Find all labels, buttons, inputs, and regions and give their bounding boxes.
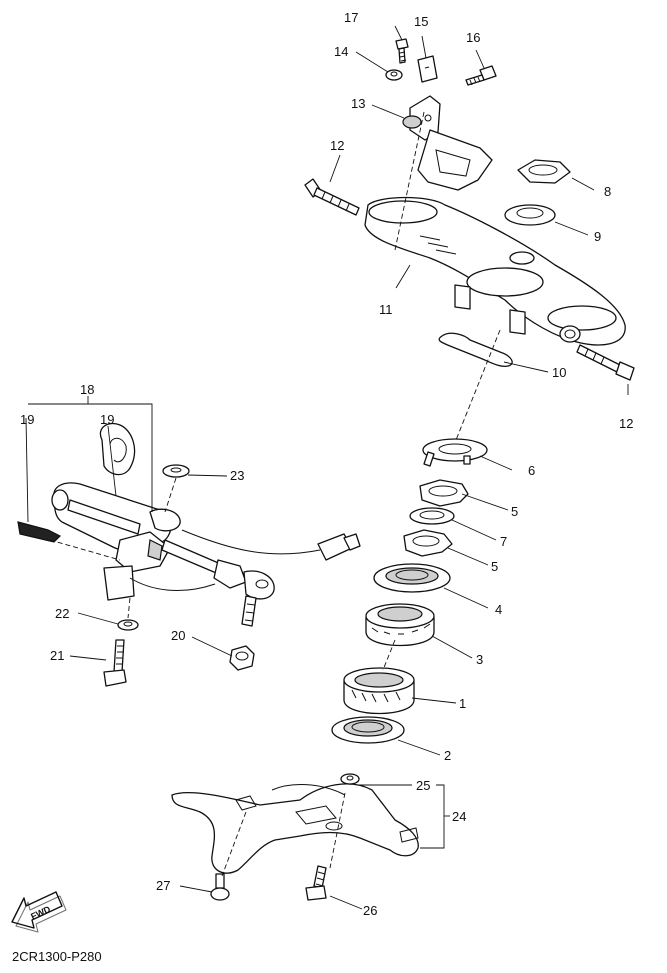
part-seal-2 <box>331 716 405 744</box>
part-lock-washer-10 <box>438 332 513 368</box>
callout-10: 10 <box>552 365 566 380</box>
part-band-19-left <box>17 521 62 543</box>
callout-27: 27 <box>156 878 170 893</box>
callout-21: 21 <box>50 648 64 663</box>
part-nut-20 <box>229 645 255 671</box>
callout-12-right: 12 <box>619 416 633 431</box>
part-bolt-12-right <box>576 344 635 381</box>
part-ring-nut-5-upper <box>419 479 469 507</box>
callout-17: 17 <box>344 10 358 25</box>
callout-19-left: 19 <box>20 412 34 427</box>
callout-5-lower: 5 <box>491 559 498 574</box>
part-washer-7 <box>409 507 455 525</box>
part-ring-nut-5-lower <box>403 529 453 557</box>
assembly-lines <box>49 111 501 877</box>
part-bearing-3 <box>365 603 435 647</box>
callout-12-top: 12 <box>330 138 344 153</box>
callout-24: 24 <box>452 809 466 824</box>
callout-8: 8 <box>604 184 611 199</box>
part-bearing-1 <box>343 667 415 715</box>
fwd-arrow-icon: FWD <box>11 891 67 933</box>
part-rod-end-bolt-20-shaft <box>241 595 257 627</box>
part-bolt-16 <box>465 65 497 86</box>
part-washer-23 <box>162 464 190 478</box>
callout-labels: 17 15 16 14 13 12 8 9 11 10 12 6 5 7 5 4… <box>20 10 633 918</box>
callout-1: 1 <box>459 696 466 711</box>
callout-25: 25 <box>416 778 430 793</box>
part-nut-8 <box>517 159 571 184</box>
part-nut-14 <box>385 69 403 81</box>
callout-9: 9 <box>594 229 601 244</box>
part-lock-washer-6 <box>422 438 488 467</box>
part-bracket-13 <box>402 95 493 191</box>
part-dust-seal-4 <box>373 563 451 593</box>
part-bolt-17 <box>395 38 409 64</box>
callout-4: 4 <box>495 602 502 617</box>
part-cover-24 <box>171 783 419 874</box>
part-bolt-12-left <box>304 178 360 216</box>
callout-11: 11 <box>379 302 393 317</box>
callout-15: 15 <box>414 14 428 29</box>
callout-26: 26 <box>363 903 377 918</box>
part-bolt-21 <box>103 639 127 687</box>
part-washer-9 <box>504 204 556 226</box>
diagram-code: 2CR1300-P280 <box>12 949 102 964</box>
callout-16: 16 <box>466 30 480 45</box>
part-band-19-upper <box>99 422 136 476</box>
callout-6: 6 <box>528 463 535 478</box>
callout-18: 18 <box>80 382 94 397</box>
leader-lines <box>25 25 629 910</box>
part-grommet-25 <box>340 773 360 785</box>
callout-5-upper: 5 <box>511 504 518 519</box>
part-clip-27 <box>210 873 230 901</box>
part-connector <box>317 533 361 561</box>
callout-7: 7 <box>500 534 507 549</box>
callout-13: 13 <box>351 96 365 111</box>
part-bracket-15 <box>417 55 438 83</box>
callout-3: 3 <box>476 652 483 667</box>
part-bolt-26 <box>305 865 327 901</box>
part-upper-bracket-11 <box>364 196 626 346</box>
callout-20: 20 <box>171 628 185 643</box>
callout-19-upper: 19 <box>100 412 114 427</box>
callout-22: 22 <box>55 606 69 621</box>
part-washer-22 <box>117 619 139 631</box>
part-damper-18 <box>51 482 321 601</box>
callout-14: 14 <box>334 44 348 59</box>
callout-23: 23 <box>230 468 244 483</box>
callout-2: 2 <box>444 748 451 763</box>
